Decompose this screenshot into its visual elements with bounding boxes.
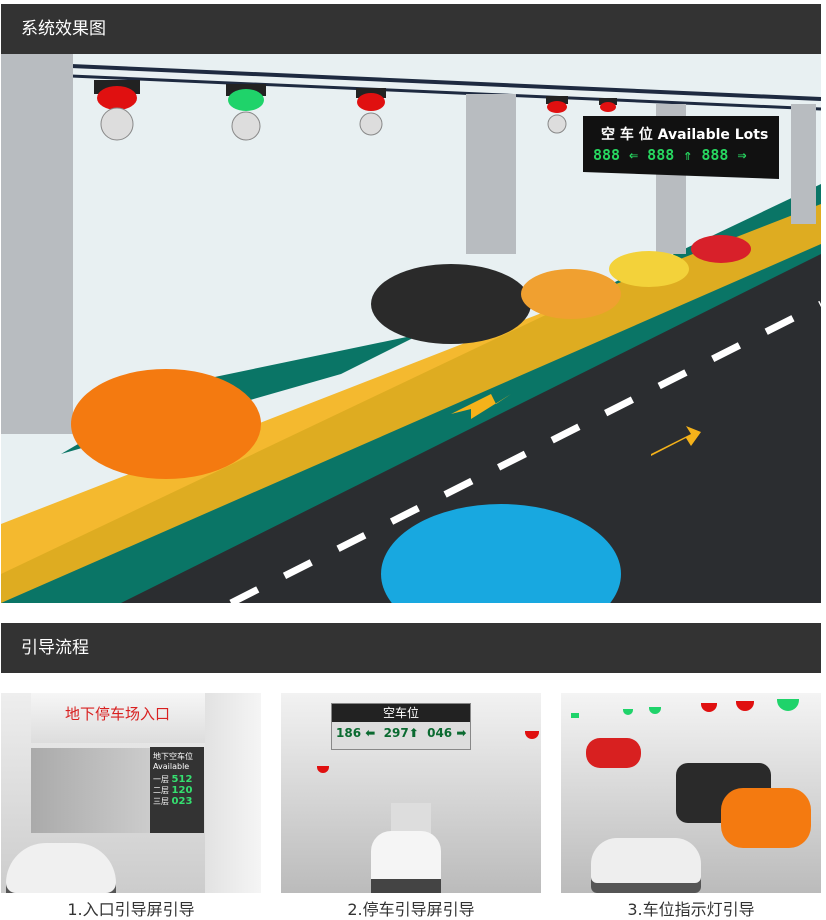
right-count: 046 ➡ <box>427 726 467 740</box>
step-3-indicator-image <box>561 693 821 893</box>
section-header-flow: 引导流程 <box>1 623 821 673</box>
step-1-caption: 1.入口引导屏引导 <box>67 900 195 919</box>
available-lots-sign-digits: 888 ⇐ 888 ⇑ 888 ⇒ <box>593 146 747 164</box>
straight-count: 297⬆ <box>383 726 419 740</box>
step-2-corridor-image: 空车位 186 ⬅ 297⬆ 046 ➡ <box>281 693 541 893</box>
available-lots-sign-title: 空 车 位 Available Lots <box>601 127 769 143</box>
indicator-light-red <box>94 80 140 141</box>
step-2-caption: 2.停车引导屏引导 <box>347 900 475 919</box>
step-3-caption: 3.车位指示灯引导 <box>627 900 755 919</box>
entrance-availability-panel: 地下空车位 Available 一层 512 二层 120 三层 023 <box>150 747 204 833</box>
entrance-text: 地下停车场入口 <box>65 705 171 723</box>
step-1-entrance-image: 地下停车场入口 地下空车位 Available 一层 512 二层 120 三层… <box>1 693 261 893</box>
corridor-sign-title: 空车位 <box>332 704 470 722</box>
left-count: 186 ⬅ <box>336 726 376 740</box>
system-effect-illustration: 空 车 位 Available Lots 888 ⇐ 888 ⇑ 888 ⇒ <box>1 54 821 603</box>
section-header-effect: 系统效果图 <box>1 4 821 54</box>
